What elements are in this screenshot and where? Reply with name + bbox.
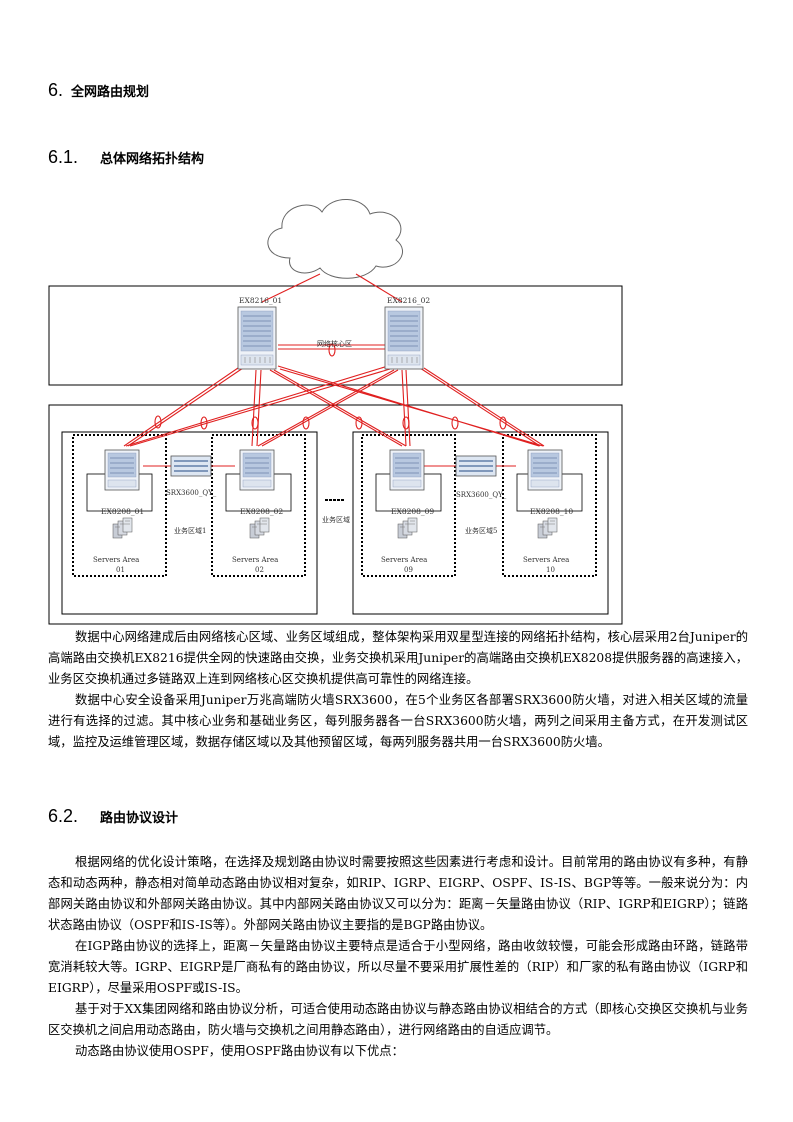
server-area-3-box [361, 434, 456, 577]
heading-6-2: 6.2. 路由协议设计 [48, 806, 178, 827]
heading-6-title: 全网路由规划 [71, 85, 150, 100]
server-area-1-label: Servers Area [93, 556, 139, 564]
server-rack-4-icon [537, 517, 558, 539]
access-switch-3-label: EX8208_09 [391, 507, 434, 516]
server-area-4-box [502, 434, 597, 577]
access-switch-3-icon [389, 449, 425, 491]
server-area-3-number: 09 [404, 566, 413, 574]
paragraph-topology-1: 数据中心网络建成后由网络核心区域、业务区域组成，整体架构采用双星型连接的网络拓扑… [48, 630, 748, 686]
zone-mid-label: 业务区域 [322, 515, 350, 524]
core-switch-2-icon [384, 306, 424, 370]
zone-5-label: 业务区域5 [465, 526, 497, 535]
heading-6-1-number: 6.1. [48, 147, 79, 167]
internet-cloud [267, 199, 403, 279]
red-links [123, 273, 545, 467]
business-zone-1-box [61, 431, 318, 615]
firewall-2-icon [455, 455, 497, 477]
business-zone-5-box [352, 431, 609, 615]
firewall-1-label: SRX3600_QY_ [166, 489, 217, 497]
access-switch-2-label: EX8208_02 [240, 507, 283, 516]
heading-6: 6. 全网路由规划 [48, 80, 149, 101]
server-area-2-box [211, 434, 306, 577]
heading-6-1-title: 总体网络拓扑结构 [100, 152, 205, 167]
network-topology-diagram: EX8216_01 EX8216_02 网络核心区 SRX3600_QY_ SR… [48, 199, 623, 625]
server-area-4-number: 10 [546, 566, 555, 574]
core-switch-1-icon [237, 306, 277, 370]
paragraph-routing-1: 根据网络的优化设计策略，在选择及规划路由协议时需要按照这些因素进行考虑和设计。目… [48, 855, 748, 932]
server-area-3-label: Servers Area [381, 556, 427, 564]
server-area-2-number: 02 [255, 566, 264, 574]
server-rack-1-icon [112, 517, 133, 539]
heading-6-1: 6.1. 总体网络拓扑结构 [48, 147, 204, 168]
access-switch-2-icon [239, 449, 275, 491]
access-switch-4-icon [527, 449, 563, 491]
firewall-2-label: SRX3600_QY_ [456, 491, 507, 499]
server-rack-2-icon [249, 517, 270, 539]
server-area-1-number: 01 [116, 566, 125, 574]
server-area-4-label: Servers Area [523, 556, 569, 564]
paragraph-routing-2: 在IGP路由协议的选择上，距离－矢量路由协议主要特点是适合于小型网络，路由收敛较… [48, 939, 748, 995]
server-rack-3-icon [397, 517, 418, 539]
server-area-2-label: Servers Area [232, 556, 278, 564]
paragraph-routing-4: 动态路由协议使用OSPF，使用OSPF路由协议有以下优点： [75, 1044, 404, 1058]
firewall-1-icon [170, 455, 212, 477]
paragraph-topology-2: 数据中心安全设备采用Juniper万兆高端防火墙SRX3600，在5个业务区各部… [48, 693, 748, 749]
core-switch-2-label: EX8216_02 [387, 296, 430, 305]
heading-6-2-number: 6.2. [48, 806, 79, 826]
access-switch-4-label: EX8208_10 [530, 507, 573, 516]
paragraph-routing-3: 基于对于XX集团网络和路由协议分析，可适合使用动态路由协议与静态路由协议相结合的… [48, 1002, 748, 1037]
heading-6-2-title: 路由协议设计 [100, 811, 179, 826]
zone-1-label: 业务区域1 [174, 526, 206, 535]
server-area-1-box [72, 434, 167, 577]
access-switch-1-icon [104, 449, 140, 491]
core-zone-box [48, 285, 623, 386]
core-switch-1-label: EX8216_01 [239, 296, 282, 305]
access-switch-1-label: EX8208_01 [101, 507, 144, 516]
heading-6-number: 6. [48, 80, 64, 100]
core-zone-label: 网络核心区 [317, 339, 352, 348]
